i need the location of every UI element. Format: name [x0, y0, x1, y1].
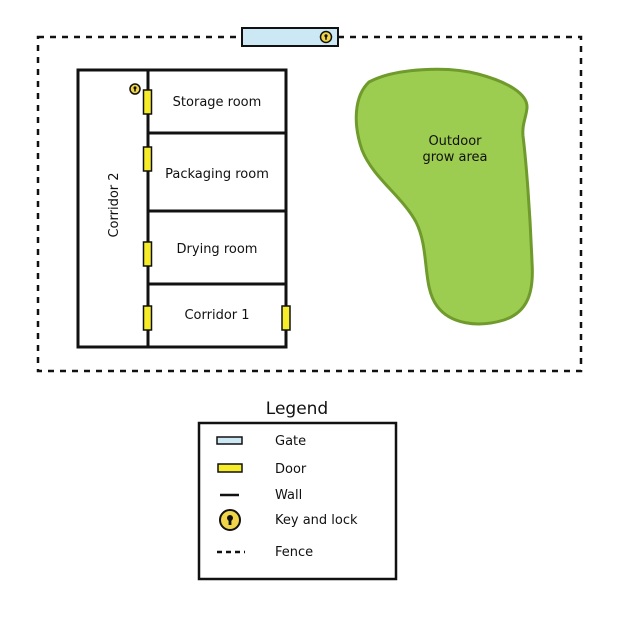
legend-door-swatch	[217, 463, 243, 473]
legend-box	[197, 421, 398, 581]
building	[76, 68, 288, 349]
legend-title: Legend	[266, 399, 328, 419]
outdoor-label-line1: Outdoor	[428, 134, 482, 149]
room-label-corridor2: Corridor 2	[107, 172, 122, 237]
legend-gate-swatch	[216, 436, 243, 445]
fence	[36, 35, 583, 373]
door-drying[interactable]	[142, 241, 153, 267]
door-corridor1-outer[interactable]	[281, 305, 291, 331]
legend-fence-label: Fence	[275, 545, 313, 560]
room-label-packaging: Packaging room	[165, 167, 269, 182]
door-corridor1-inner[interactable]	[142, 305, 153, 331]
outdoor-label-line2: grow area	[422, 150, 487, 165]
room-label-drying: Drying room	[177, 242, 258, 257]
legend-key-lock-label: Key and lock	[275, 513, 358, 528]
gate-lock-icon	[319, 30, 333, 44]
door-storage[interactable]	[142, 89, 153, 115]
outdoor-grow-area	[354, 67, 534, 326]
legend-gate-label: Gate	[275, 434, 306, 449]
room-label-corridor1: Corridor 1	[184, 308, 249, 323]
door-packaging[interactable]	[142, 146, 153, 172]
storage-lock-icon	[129, 83, 141, 95]
legend-wall-label: Wall	[275, 488, 302, 503]
gate[interactable]	[241, 27, 339, 47]
room-label-storage: Storage room	[173, 95, 262, 110]
legend-door-label: Door	[275, 462, 307, 477]
legend-lock-icon	[219, 509, 241, 531]
